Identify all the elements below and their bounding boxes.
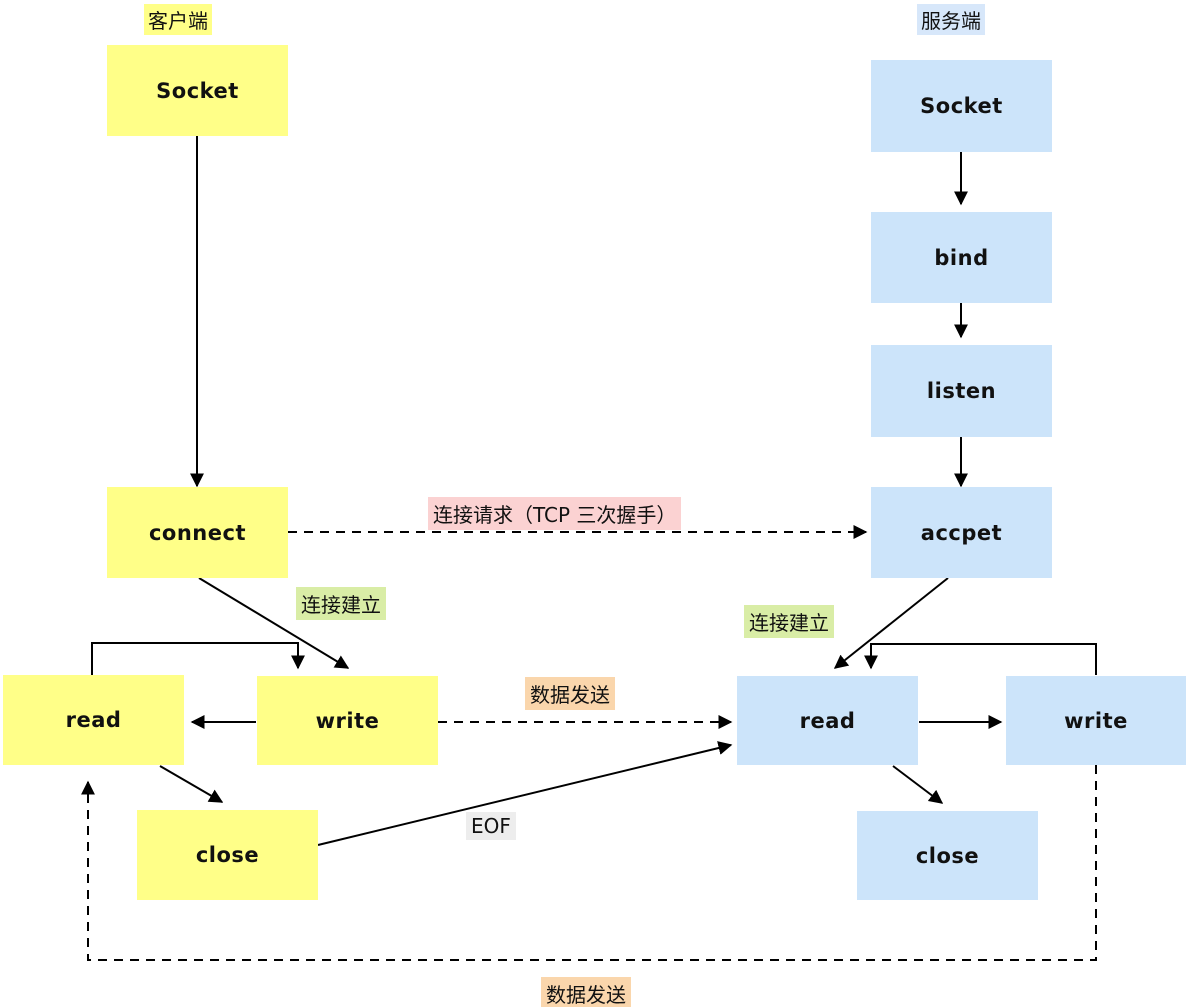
edge-server-read-to-close [892, 765, 944, 804]
edge-client-read-to-write-loop [91, 642, 305, 675]
node-server-accept[interactable]: accpet [871, 487, 1052, 578]
node-server-close[interactable]: close [857, 811, 1038, 900]
label-data-send-bottom: 数据发送 [541, 977, 631, 1007]
node-server-socket[interactable]: Socket [871, 60, 1052, 152]
node-client-socket[interactable]: Socket [107, 45, 288, 136]
label-eof: EOF [466, 812, 516, 840]
node-client-read[interactable]: read [3, 675, 184, 765]
node-server-write[interactable]: write [1006, 676, 1186, 765]
edge-client-read-to-close [159, 765, 224, 803]
edge-server-accept-to-read [833, 577, 949, 669]
lane-title-server: 服务端 [917, 4, 985, 35]
label-connection-established-server: 连接建立 [744, 605, 834, 638]
lane-title-client: 客户端 [144, 4, 212, 35]
node-client-connect[interactable]: connect [107, 487, 288, 578]
node-client-close[interactable]: close [137, 810, 318, 900]
label-data-send-top: 数据发送 [525, 677, 615, 710]
node-client-write[interactable]: write [257, 676, 438, 765]
edge-server-write-to-read-loop [864, 643, 1097, 675]
node-server-bind[interactable]: bind [871, 212, 1052, 303]
node-server-read[interactable]: read [737, 676, 918, 765]
label-connection-established-client: 连接建立 [296, 587, 386, 620]
label-handshake: 连接请求（TCP 三次握手） [428, 497, 682, 530]
node-server-listen[interactable]: listen [871, 345, 1052, 437]
